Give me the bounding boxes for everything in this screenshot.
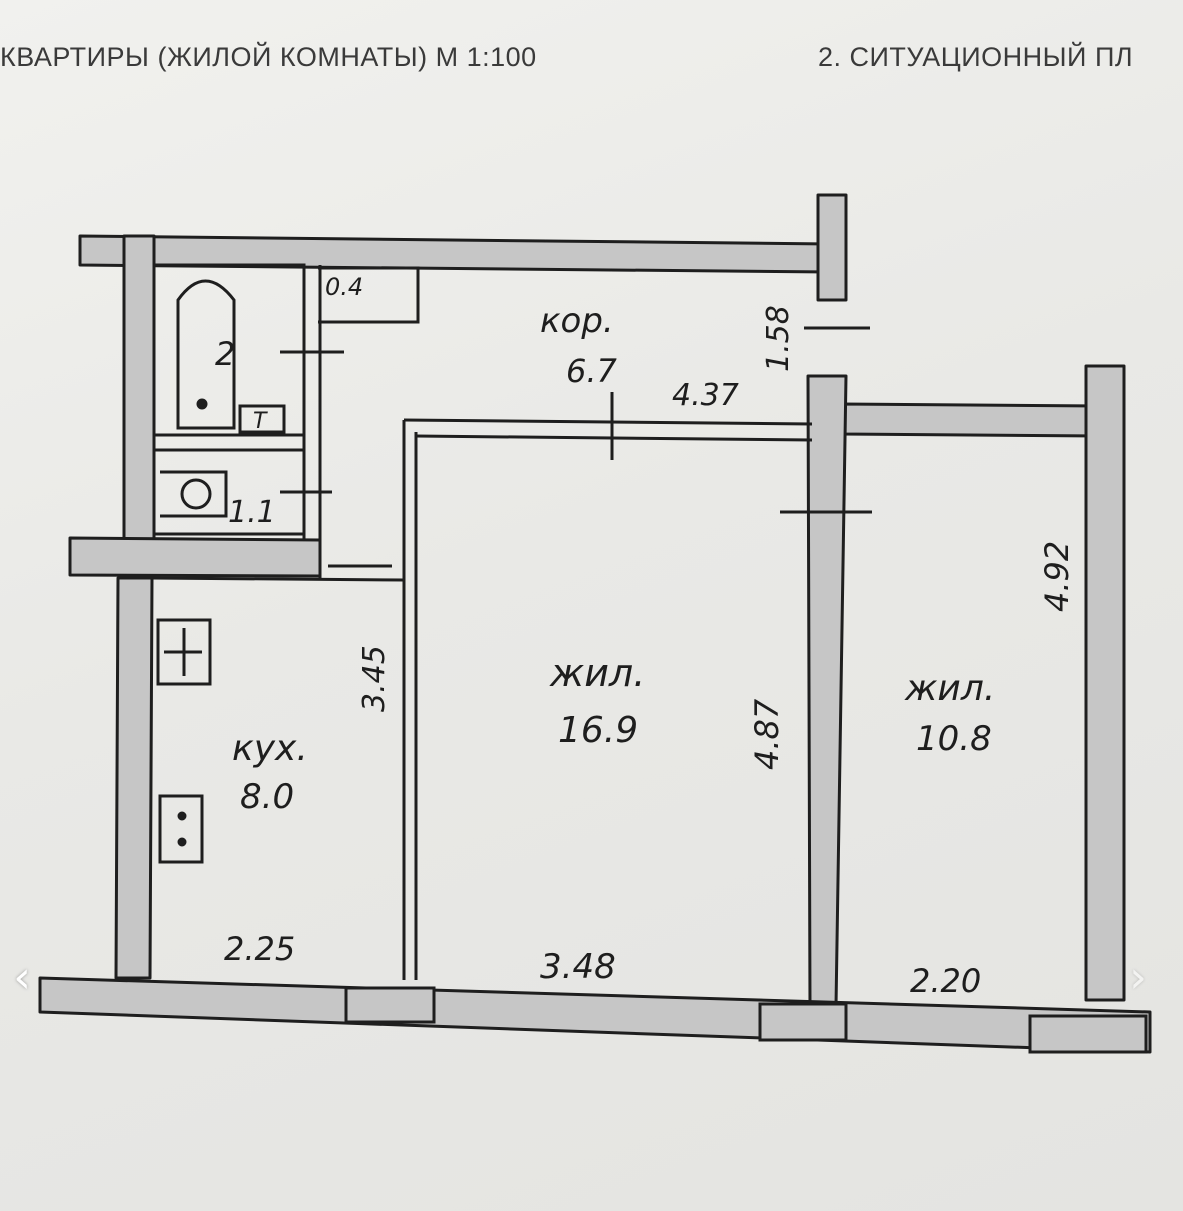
toilet-mark: Т xyxy=(253,409,268,434)
living-main-length-dim: 4.87 xyxy=(748,698,786,770)
living-main-area: 16.9 xyxy=(558,710,638,751)
sink-icon xyxy=(238,404,286,434)
living-main-name: жил. xyxy=(549,651,645,695)
closet-area: 0.4 xyxy=(325,273,363,301)
corridor-name: кор. xyxy=(540,301,614,341)
kitchen-width-dim: 2.25 xyxy=(224,930,295,968)
mid-wall-stub xyxy=(68,536,322,578)
top-wall xyxy=(78,234,832,274)
kitchen-top-wall xyxy=(151,576,405,582)
toilet-area: 1.1 xyxy=(228,495,276,530)
kitchen-area: 8.0 xyxy=(240,777,294,817)
chevron-right-icon[interactable]: › xyxy=(1129,952,1147,1003)
closet-outline xyxy=(318,266,420,324)
window-small-room xyxy=(1028,1014,1148,1054)
kitchen-name: кух. xyxy=(232,728,308,769)
drain-icon xyxy=(196,398,208,410)
toilet-bowl-icon xyxy=(180,478,212,510)
kitchen-length-dim: 3.45 xyxy=(357,645,392,712)
toilet-icon xyxy=(160,470,228,518)
corridor-length-dim: 4.37 xyxy=(672,378,739,413)
interior-partitions xyxy=(151,263,1148,1054)
living-small-width-dim: 2.20 xyxy=(910,962,981,1000)
corridor-wall-b xyxy=(415,434,813,442)
living-main-width-dim: 3.48 xyxy=(540,947,616,987)
chevron-left-icon[interactable]: ‹ xyxy=(13,952,31,1003)
corridor-area: 6.7 xyxy=(566,352,618,390)
fixtures xyxy=(156,279,286,864)
corridor-wall-a xyxy=(403,418,813,426)
sink-dot-1 xyxy=(177,811,187,821)
living-small-length-dim: 4.92 xyxy=(1038,541,1076,612)
right-room-outer-wall xyxy=(1084,364,1126,1002)
window-living xyxy=(758,1002,848,1042)
right-room-top-wall xyxy=(838,402,1102,438)
bottom-wall xyxy=(38,976,1152,1054)
partition-living xyxy=(806,374,848,1008)
plan-title: КВАРТИРЫ (ЖИЛОЙ КОМНАТЫ) М 1:100 xyxy=(0,42,537,72)
sink-dot-2 xyxy=(177,837,187,847)
right-wall-upper xyxy=(816,193,848,302)
bathroom-number: 2 xyxy=(215,335,235,373)
living-small-name: жил. xyxy=(904,668,995,709)
left-wall-upper xyxy=(122,234,156,542)
exterior-walls xyxy=(38,193,1152,1054)
bathtub-icon xyxy=(176,279,236,430)
stove-icon xyxy=(156,618,212,686)
situation-plan-title: 2. СИТУАЦИОННЫЙ ПЛ xyxy=(818,42,1134,72)
corridor-width-dim: 1.58 xyxy=(761,305,796,372)
window-kitchen xyxy=(344,986,436,1024)
left-wall-lower xyxy=(114,576,154,980)
kitchen-sink-icon xyxy=(158,794,204,864)
living-small-area: 10.8 xyxy=(916,719,992,759)
